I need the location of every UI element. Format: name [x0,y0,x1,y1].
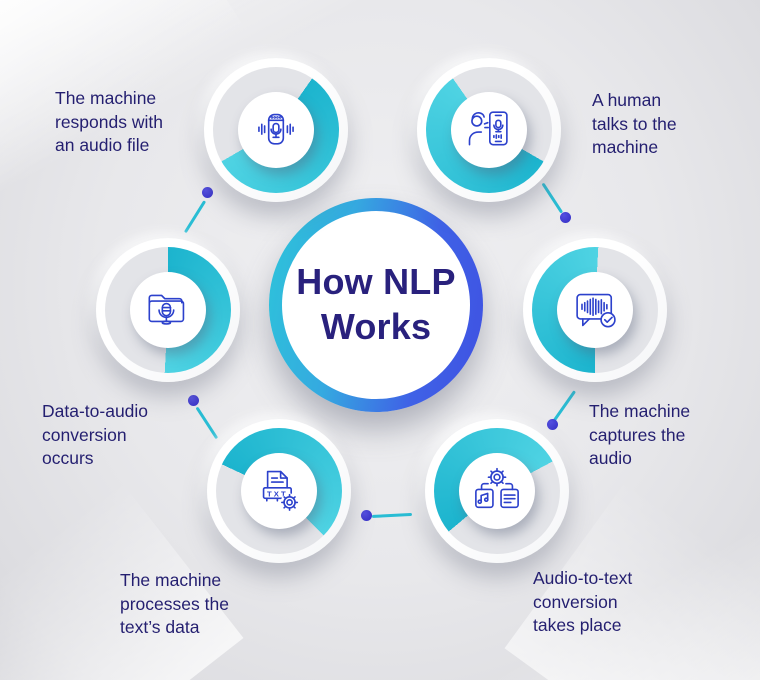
step-icon-circle [451,92,527,168]
smart-speaker-icon [258,113,294,145]
connector-dot [202,187,213,198]
svg-text:TXT: TXT [267,489,288,498]
center-circle-face: How NLP Works [282,211,470,399]
connector-dot [560,212,571,223]
gear-audio-text-icon [475,467,519,509]
step-icon-circle: TXT [241,453,317,529]
speech-waveform-check-icon [576,293,616,328]
connector-line [371,512,413,518]
step-label-machine-responds: The machine responds with an audio file [55,88,163,155]
step-node-audio-to-text [425,419,569,563]
step-label-data-to-audio: Data-to-audio conversion occurs [42,401,149,468]
connector-dot [188,395,199,406]
step-label-machine-processes: The machine processes the text’s data [120,570,229,637]
step-icon-circle [557,272,633,348]
step-node-machine-responds [204,58,348,202]
step-label-audio-to-text: Audio-to-text conversion takes place [533,568,633,635]
step-node-human-talks [417,58,561,202]
step-icon-circle [238,92,314,168]
txt-document-gear-icon: TXT [262,470,299,512]
step-icon-circle [459,453,535,529]
connector-dot [361,510,372,521]
person-phone-icon [468,111,508,146]
folder-microphone-icon [148,294,185,325]
step-icon-circle [130,272,206,348]
step-node-data-to-audio [96,238,240,382]
center-circle: How NLP Works [269,198,483,412]
step-node-machine-processes: TXT [207,419,351,563]
connector-line [195,406,219,439]
step-node-machine-captures [523,238,667,382]
connector-line [552,390,577,424]
connector-dot [547,419,558,430]
step-label-human-talks: A human talks to the machine [592,90,677,157]
connector-line [541,182,564,214]
diagram-title: How NLP Works [296,261,456,347]
step-label-machine-captures: The machine captures the audio [589,401,691,468]
connector-line [183,200,206,233]
